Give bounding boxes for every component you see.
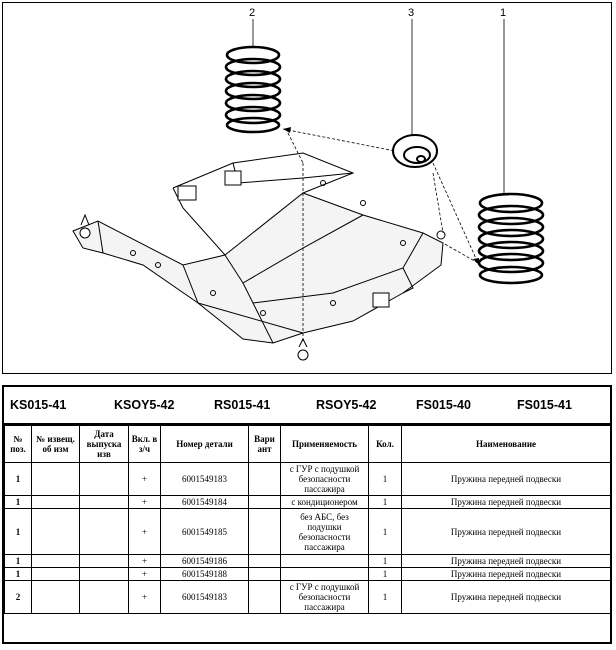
table-row: 1 + 6001549186 1 Пружина передней подвес… xyxy=(4,554,611,568)
cell-variant xyxy=(248,554,281,568)
cell-notice xyxy=(31,580,80,614)
cell-notice xyxy=(31,462,80,496)
assembly-dashed-lines xyxy=(282,128,479,343)
col-header-pos: № поз. xyxy=(4,425,32,463)
cell-applicability: с ГУР с подушкой безопасности пассажира xyxy=(280,580,369,614)
cell-pos: 1 xyxy=(4,462,32,496)
cell-qty: 1 xyxy=(368,580,402,614)
subframe-drawing xyxy=(72,152,446,361)
col-header-date: Дата выпуска изв xyxy=(79,425,129,463)
cell-variant xyxy=(248,462,281,496)
col-header-included: Вкл. в з/ч xyxy=(128,425,161,463)
cell-included: + xyxy=(128,554,161,568)
col-header-qty: Кол. xyxy=(368,425,402,463)
cell-pos: 1 xyxy=(4,495,32,509)
cell-pos: 1 xyxy=(4,554,32,568)
table-row: 1 + 6001549183 с ГУР с подушкой безопасн… xyxy=(4,462,611,496)
model-code: FS015-40 xyxy=(416,398,471,412)
cell-pos: 1 xyxy=(4,508,32,555)
cell-part-number: 6001549186 xyxy=(160,554,249,568)
cell-name: Пружина передней подвески xyxy=(401,508,611,555)
model-code: KS015-41 xyxy=(10,398,67,412)
cell-qty: 1 xyxy=(368,554,402,568)
cell-name: Пружина передней подвески xyxy=(401,495,611,509)
cell-qty: 1 xyxy=(368,462,402,496)
col-header-variant: Вари ант xyxy=(248,425,281,463)
cell-variant xyxy=(248,508,281,555)
cell-part-number: 6001549184 xyxy=(160,495,249,509)
table-row: 2 + 6001549183 с ГУР с подушкой безопасн… xyxy=(4,580,611,614)
table-row: 1 + 6001549188 1 Пружина передней подвес… xyxy=(4,567,611,581)
table-row: 1 + 6001549184 с кондиционером 1 Пружина… xyxy=(4,495,611,509)
cell-notice xyxy=(31,495,80,509)
cell-date xyxy=(79,462,129,496)
cell-pos: 1 xyxy=(4,567,32,581)
exploded-view-drawing xyxy=(72,19,545,361)
cell-date xyxy=(79,580,129,614)
cell-applicability: с кондиционером xyxy=(280,495,369,509)
table-row: 1 + 6001549185 без АБС, без подушки безо… xyxy=(4,508,611,555)
model-code: KSOY5-42 xyxy=(114,398,175,412)
cell-name: Пружина передней подвески xyxy=(401,554,611,568)
cell-date xyxy=(79,567,129,581)
callout-number-1: 1 xyxy=(500,7,507,19)
cell-applicability xyxy=(280,554,369,568)
cell-name: Пружина передней подвески xyxy=(401,580,611,614)
cell-notice xyxy=(31,508,80,555)
cell-pos: 2 xyxy=(4,580,32,614)
assembly-arrows xyxy=(283,127,479,265)
cell-variant xyxy=(248,580,281,614)
cell-included: + xyxy=(128,567,161,581)
cell-name: Пружина передней подвески xyxy=(401,567,611,581)
spring-2-drawing xyxy=(224,45,282,134)
parts-catalog-table: KS015-41 KSOY5-42 RS015-41 RSOY5-42 FS01… xyxy=(2,385,612,644)
model-code: FS015-41 xyxy=(517,398,572,412)
cell-notice xyxy=(31,554,80,568)
callout-number-3: 3 xyxy=(408,7,415,19)
cell-part-number: 6001549188 xyxy=(160,567,249,581)
cell-date xyxy=(79,495,129,509)
col-header-part-number: Номер детали xyxy=(160,425,249,463)
cell-part-number: 6001549185 xyxy=(160,508,249,555)
model-codes-row: KS015-41 KSOY5-42 RS015-41 RSOY5-42 FS01… xyxy=(4,387,610,425)
cell-part-number: 6001549183 xyxy=(160,462,249,496)
model-code: RS015-41 xyxy=(214,398,271,412)
cell-qty: 1 xyxy=(368,508,402,555)
col-header-applicability: Применяемость xyxy=(280,425,369,463)
cell-applicability: с ГУР с подушкой безопасности пассажира xyxy=(280,462,369,496)
cell-part-number: 6001549183 xyxy=(160,580,249,614)
cell-applicability: без АБС, без подушки безопасности пассаж… xyxy=(280,508,369,555)
cell-date xyxy=(79,554,129,568)
cell-notice xyxy=(31,567,80,581)
cell-variant xyxy=(248,567,281,581)
parts-table: № поз. № извещ. об изм Дата выпуска изв … xyxy=(4,425,611,614)
cell-applicability xyxy=(280,567,369,581)
cell-included: + xyxy=(128,580,161,614)
cell-included: + xyxy=(128,462,161,496)
spring-1-drawing xyxy=(477,192,545,285)
cell-included: + xyxy=(128,508,161,555)
table-header-row: № поз. № извещ. об изм Дата выпуска изв … xyxy=(4,425,611,463)
cell-name: Пружина передней подвески xyxy=(401,462,611,496)
cell-date xyxy=(79,508,129,555)
spring-seat-3-drawing xyxy=(392,134,438,168)
col-header-notice: № извещ. об изм xyxy=(31,425,80,463)
cell-included: + xyxy=(128,495,161,509)
parts-illustration: 2 3 1 xyxy=(2,2,612,374)
callout-leaders xyxy=(252,19,505,194)
cell-qty: 1 xyxy=(368,567,402,581)
cell-qty: 1 xyxy=(368,495,402,509)
callout-number-2: 2 xyxy=(249,7,256,19)
cell-variant xyxy=(248,495,281,509)
model-code: RSOY5-42 xyxy=(316,398,377,412)
col-header-name: Наименование xyxy=(401,425,611,463)
